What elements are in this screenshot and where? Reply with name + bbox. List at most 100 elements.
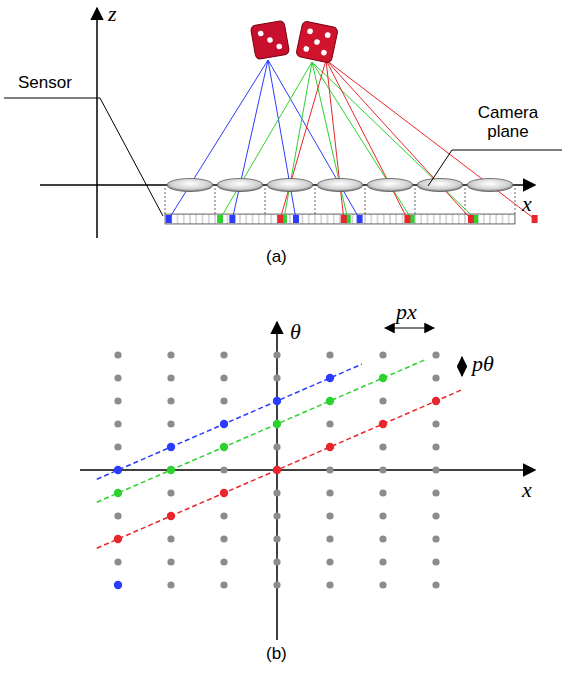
light-ray [326,60,407,219]
sensor-pixel [357,215,363,223]
sample-dot [326,397,334,405]
lens-divider [415,188,416,214]
light-ray [169,60,268,219]
sample-dot [273,397,281,405]
sample-dot [114,351,121,358]
lens [417,179,463,192]
sample-dot [220,489,228,497]
light-ray [280,60,326,219]
sample-dot [432,351,439,358]
sample-dot [114,512,121,519]
sensor-strip [165,214,515,224]
leader-line [428,150,562,186]
light-ray [312,62,475,219]
sample-dot [273,443,280,450]
sample-dot [379,397,386,404]
light-ray [312,62,412,219]
z-axis [96,8,98,238]
sample-dot [379,512,386,519]
sensor-pixel [277,215,283,223]
light-ray [326,60,471,219]
light-rays [166,60,538,223]
sensor-pixel [532,215,538,223]
sample-dot [273,489,280,496]
sample-dot [167,558,174,565]
sample-grid [97,351,463,589]
sample-dot [432,512,439,519]
sample-dot [379,466,386,473]
sample-dot [114,420,121,427]
sample-dot [167,351,174,358]
sample-dot [273,558,280,565]
sample-dot [273,512,280,519]
sample-dot [326,489,333,496]
sample-dot [326,558,333,565]
lens [467,179,513,192]
sample-dot [167,397,174,404]
sample-dot [114,558,121,565]
sample-dot [326,443,334,451]
panel-label: (a) [266,248,287,267]
sample-dot [220,397,227,404]
axis-label: z [108,2,117,26]
sample-dot [220,512,227,519]
axis-label: θ [290,320,301,344]
sample-dot [167,443,175,451]
light-ray [284,62,312,219]
sample-dot [220,443,228,451]
spacing-label: pθ [472,352,494,376]
sample-dot [432,489,439,496]
sample-dot [114,443,121,450]
sample-dot [326,466,333,473]
sample-dot [167,581,174,588]
sensor-pixel [166,215,172,223]
light-ray [232,60,268,219]
lens-divider [465,188,466,214]
sensor-pixel [468,215,474,223]
sample-dot [432,466,439,473]
sample-dot [167,420,174,427]
sensor-pixel [217,215,223,223]
dashed-line [97,364,362,479]
lens-divider [315,188,316,214]
sample-dot [379,443,386,450]
lens [267,179,313,192]
sample-dot [167,374,174,381]
sample-dot [379,374,387,382]
lens-divider [165,188,166,214]
sample-dot [114,374,121,381]
lens [217,179,263,192]
sample-dot [220,374,227,381]
spacing-arrow [461,357,462,376]
axis-label: x [522,192,532,216]
lens-divider [515,188,516,214]
sample-dot [326,581,333,588]
sensor-pixel [229,215,235,223]
sample-dot [432,420,439,427]
sample-dot [326,535,333,542]
lens-array [167,179,513,192]
sample-dot [273,374,280,381]
sensor-pixel [341,215,347,223]
sample-dot [379,420,387,428]
sample-dot [220,581,227,588]
dashed-line [97,360,426,503]
theta-axis [276,322,278,640]
sample-dot [220,420,228,428]
sample-dot [273,420,281,428]
spacing-arrow [385,327,434,328]
x-axis [80,469,535,471]
lens-divider [365,188,366,214]
die [250,20,289,59]
light-ray [312,62,348,219]
sensor-pixel [404,215,410,223]
sample-dot [326,420,333,427]
part-label: Sensor [18,74,72,93]
sample-dot [326,512,333,519]
sample-dot [432,581,439,588]
sample-dot [114,535,122,543]
spacing-label: px [396,300,417,324]
lens-divider [215,188,216,214]
